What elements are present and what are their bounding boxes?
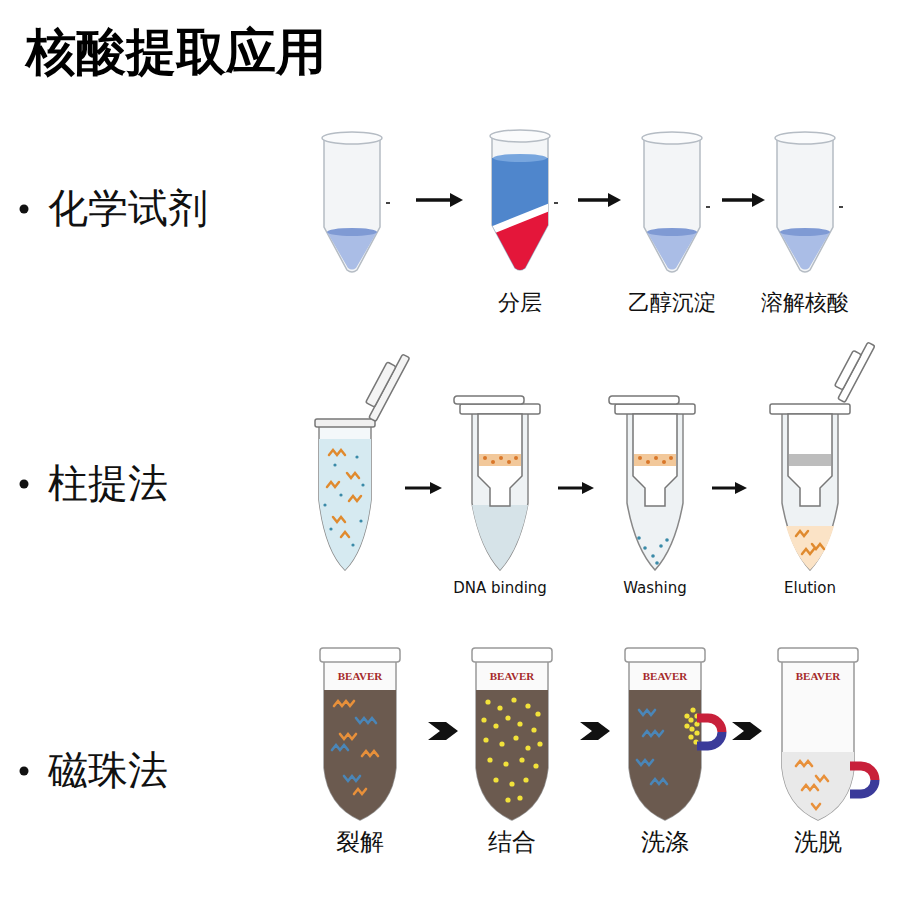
- spin-column-elution: [770, 338, 875, 570]
- row-label: 磁珠法: [48, 746, 168, 794]
- step-caption: DNA binding: [453, 579, 547, 597]
- brand-label: BEAVER: [796, 670, 840, 683]
- brand-label: BEAVER: [490, 670, 534, 683]
- bullets: [20, 205, 29, 776]
- spin-column-binding: [454, 396, 540, 570]
- step-caption: 溶解核酸: [761, 290, 849, 316]
- step-caption: 乙醇沉淀: [628, 290, 716, 316]
- step-arrows: [416, 193, 765, 207]
- brand-label: BEAVER: [338, 670, 382, 683]
- bead-tube-washing: [625, 648, 705, 830]
- step-caption: Elution: [784, 579, 836, 597]
- reagent-tube-layered: [490, 130, 558, 280]
- chevron-arrows: [428, 722, 762, 740]
- step-caption: 洗脱: [794, 828, 842, 857]
- row-label: 柱提法: [48, 459, 168, 507]
- step-caption: 裂解: [336, 828, 384, 857]
- reagent-tube: [322, 132, 390, 272]
- brand-label: BEAVER: [643, 670, 687, 683]
- magnet: [850, 766, 875, 794]
- spin-column-washing: [609, 396, 695, 570]
- bead-tube-elution: [778, 648, 858, 832]
- bead-tube-binding: [472, 648, 552, 830]
- step-caption: 分层: [498, 290, 542, 316]
- bead-tube-lysis: [320, 648, 400, 830]
- micro-tube: [315, 349, 410, 579]
- step-caption: 结合: [488, 828, 536, 857]
- step-arrows: [405, 482, 747, 494]
- step-caption: 洗涤: [641, 828, 689, 857]
- row-label: 化学试剂: [48, 184, 208, 232]
- title: 核酸提取应用: [26, 22, 326, 82]
- reagent-tube: [775, 132, 843, 272]
- magnet: [697, 718, 722, 746]
- reagent-tube: [642, 132, 710, 272]
- step-caption: Washing: [623, 579, 687, 597]
